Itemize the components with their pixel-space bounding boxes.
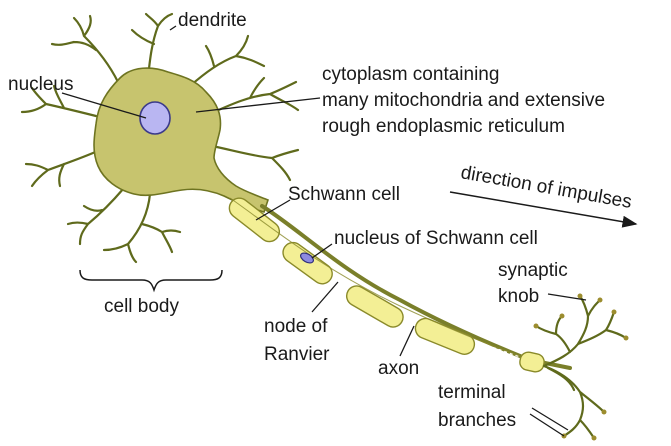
label-cell-body: cell body xyxy=(104,296,179,317)
label-dendrite: dendrite xyxy=(178,10,247,31)
label-cytoplasm-line3: rough endoplasmic reticulum xyxy=(322,116,565,137)
label-nucleus: nucleus xyxy=(8,74,74,95)
label-synaptic-line1: synaptic xyxy=(498,260,568,281)
schwann-cell-3 xyxy=(343,282,407,330)
label-node-line1: node of xyxy=(264,316,328,337)
label-direction: direction of impulses xyxy=(459,162,633,213)
cell-body-brace xyxy=(80,270,222,290)
label-terminal-line2: branches xyxy=(438,410,516,431)
label-schwann-cell: Schwann cell xyxy=(288,184,400,205)
label-axon: axon xyxy=(378,358,419,379)
label-cytoplasm-line2: many mitochondria and extensive xyxy=(322,90,605,111)
label-node-line2: Ranvier xyxy=(264,344,330,365)
schwann-cell-5 xyxy=(518,351,545,374)
label-terminal-line1: terminal xyxy=(438,382,506,403)
label-nucleus-schwann: nucleus of Schwann cell xyxy=(334,228,538,249)
label-synaptic-line2: knob xyxy=(498,286,539,307)
terminal-branches-shape xyxy=(536,296,626,438)
cell-body-shape xyxy=(94,68,268,212)
label-cytoplasm-line1: cytoplasm containing xyxy=(322,64,499,85)
